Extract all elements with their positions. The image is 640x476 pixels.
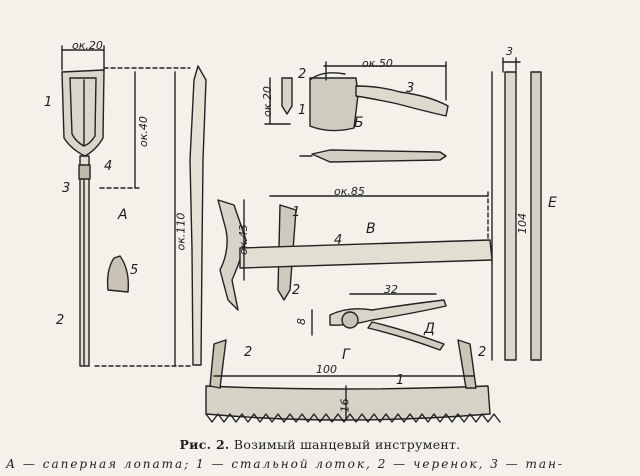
part-shovel-ring: 3 (62, 181, 71, 196)
dim-axe-width: ок.50 (362, 57, 393, 70)
label-crowbar: Е (548, 195, 557, 211)
caption-title: Возимый шанцевый инструмент. (233, 437, 461, 452)
dim-pick-width: ок.85 (334, 185, 365, 198)
dim-shovel-width: ок.20 (72, 39, 103, 52)
crowbar-drawing (491, 57, 542, 361)
figure-legend-line: А — саперная лопата; 1 — стальной лоток,… (6, 457, 564, 471)
dim-axe-height: ок.20 (260, 86, 274, 117)
part-shovel-blade: 1 (44, 95, 53, 110)
part-saw-handle-left: 2 (244, 345, 253, 360)
part-shovel-handle: 2 (56, 313, 65, 328)
label-axe: Б (354, 115, 364, 131)
dim-shovel-total: ок.110 (174, 212, 188, 251)
axe-drawing (264, 61, 449, 132)
part-axe-handle: 3 (406, 81, 415, 96)
part-shovel-small: 5 (130, 263, 139, 278)
part-saw-blade: 1 (396, 373, 405, 388)
dim-pliers-jaw: 8 (295, 318, 308, 325)
dim-shovel-blade: ок.40 (136, 116, 150, 147)
shovel-drawing (61, 45, 207, 367)
chisel-drawing (299, 149, 447, 163)
part-pick-head: 1 (292, 205, 301, 220)
dim-saw-length: 100 (316, 363, 337, 376)
part-shovel-neck: 4 (104, 159, 113, 174)
pliers-drawing (311, 293, 447, 351)
label-shovel: А (118, 207, 128, 223)
part-pick-end: 2 (292, 283, 301, 298)
dim-crowbar-thick: 3 (506, 45, 513, 58)
saw-drawing (205, 339, 501, 423)
label-pliers-g: Г (342, 347, 350, 363)
caption-prefix: Рис. 2. (179, 437, 230, 452)
part-axe-head: 1 (298, 103, 307, 118)
pick-drawing (217, 191, 493, 311)
part-saw-handle-right: 2 (478, 345, 487, 360)
dim-pliers-length: 32 (384, 283, 398, 296)
label-pick: В (366, 221, 376, 237)
part-pick-handle: 4 (334, 233, 343, 248)
dim-saw-height: 16 (338, 398, 352, 413)
part-axe-wedge: 2 (298, 67, 307, 82)
figure-caption: Рис. 2. Возимый шанцевый инструмент. (0, 437, 640, 452)
dim-crowbar-length: 104 (516, 213, 529, 234)
dim-pick-height: ок.43 (236, 224, 250, 255)
label-pliers-d: Д (424, 321, 435, 337)
